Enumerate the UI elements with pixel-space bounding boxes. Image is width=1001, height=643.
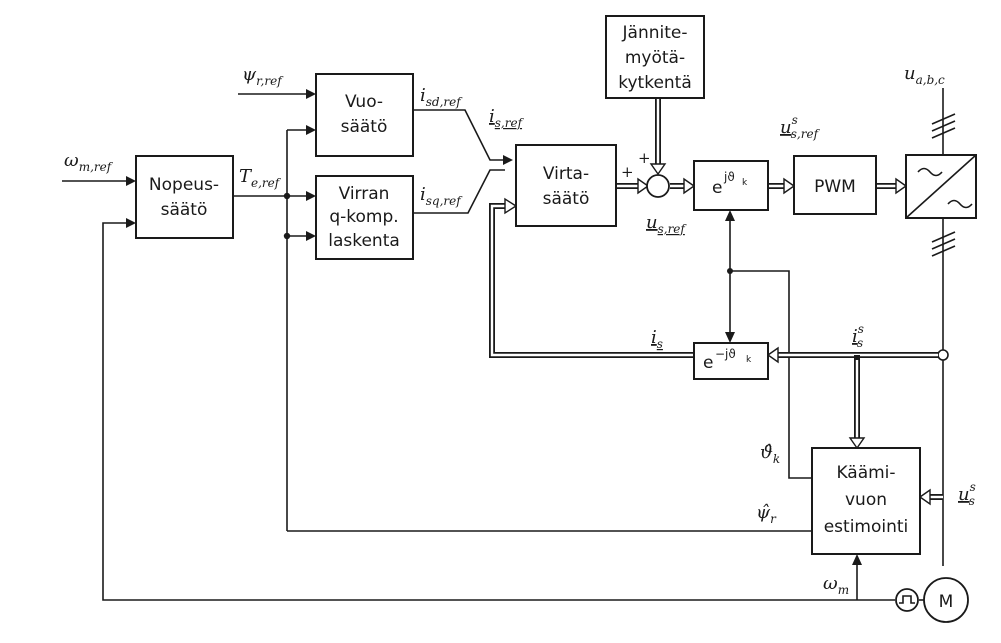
- label-us-ref: us,ref: [646, 212, 687, 236]
- label-te-ref: Te,ref: [239, 166, 282, 190]
- rot-pos-base: e: [712, 178, 722, 198]
- block-kaamivuon: Käämi- vuon estimointi: [811, 447, 921, 555]
- vuo-line-2: säätö: [341, 117, 388, 137]
- kaami-line-1: Käämi-: [836, 463, 895, 483]
- signal-labels: ωm,ref ψr,ref Te,ref isd,ref isq,ref is,…: [64, 63, 976, 597]
- label-is-ref: is,ref: [489, 106, 525, 130]
- jannite-line-2: myötä-: [625, 48, 685, 68]
- encoder-icon: [899, 595, 915, 604]
- block-pwm: PWM: [793, 155, 877, 215]
- block-nopeussaato: Nopeus- säätö: [135, 155, 234, 239]
- block-rotation-negative: e −jϑ k: [693, 342, 769, 380]
- rot-neg-exp-sub: k: [746, 355, 752, 365]
- ac-symbol-icon: [917, 167, 943, 177]
- motor-label: M: [939, 592, 954, 612]
- virta-line-1: Virta-: [543, 164, 589, 184]
- label-theta-k: ϑ̂k: [760, 442, 780, 466]
- label-omega-ref: ωm,ref: [64, 150, 114, 174]
- kaami-line-2: vuon: [845, 490, 887, 510]
- rot-neg-exp: −jϑ: [715, 347, 736, 361]
- block-inverter: [905, 154, 977, 219]
- label-psi-ref: ψr,ref: [242, 64, 284, 88]
- block-vuosaato: Vuo- säätö: [315, 73, 414, 157]
- label-psi-r: ψ̂r: [756, 502, 777, 526]
- label-omega-m: ωm: [823, 573, 849, 597]
- rot-neg-base: e: [703, 353, 713, 373]
- block-virtasaato: Virta- säätö: [515, 144, 617, 227]
- label-plus-2: +: [638, 149, 651, 167]
- virran-line-1: Virran: [339, 184, 390, 204]
- label-is: is: [651, 327, 663, 351]
- block-jannite: Jännite- myötä- kytkentä: [605, 15, 705, 99]
- rot-pos-exp: jϑ: [723, 170, 735, 184]
- three-phase-marks: [931, 113, 956, 257]
- block-rotation-positive: e jϑ k: [693, 160, 769, 211]
- virran-line-2: q-komp.: [329, 207, 398, 227]
- jannite-line-1: Jännite-: [622, 23, 688, 43]
- label-plus-1: +: [621, 163, 634, 181]
- block-virran-q: Virran q-komp. laskenta: [315, 175, 414, 260]
- kaami-line-3: estimointi: [824, 517, 909, 537]
- label-uabc: ua,b,c: [904, 63, 945, 87]
- motor: M: [923, 577, 969, 623]
- nopeus-line-2: säätö: [161, 200, 208, 220]
- virran-line-3: laskenta: [328, 231, 400, 251]
- label-isd-ref: isd,ref: [420, 85, 463, 109]
- jannite-line-3: kytkentä: [618, 73, 692, 93]
- speed-sensor: [895, 588, 919, 612]
- vuo-line-1: Vuo-: [345, 92, 383, 112]
- signal-lines: [62, 88, 956, 601]
- virta-line-2: säätö: [543, 189, 590, 209]
- nopeus-line-1: Nopeus-: [149, 175, 219, 195]
- rot-pos-exp-sub: k: [742, 178, 748, 188]
- label-isq-ref: isq,ref: [420, 184, 463, 208]
- summing-junction: [646, 174, 670, 198]
- pwm-label: PWM: [814, 177, 856, 197]
- ac-symbol-icon-2: [947, 199, 973, 209]
